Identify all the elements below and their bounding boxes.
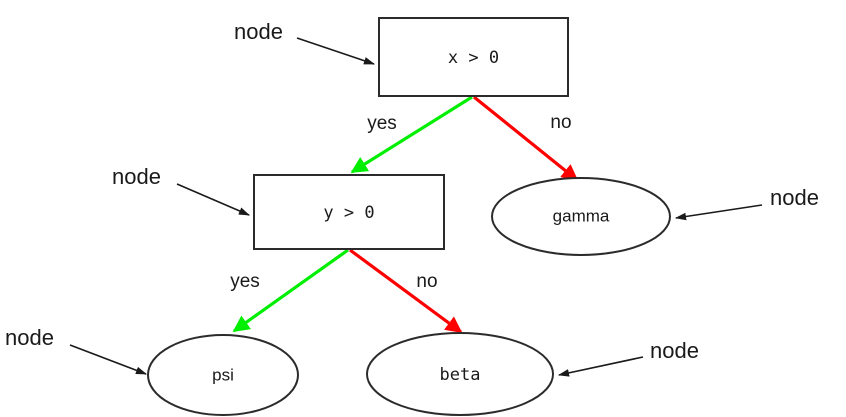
annotation-psi-label: node — [5, 325, 54, 350]
edge-root-no — [472, 95, 579, 182]
node-beta[interactable]: beta — [366, 332, 554, 416]
annotation-second: node — [112, 164, 251, 216]
node-root-label: x > 0 — [448, 48, 499, 68]
node-beta-ellipse[interactable] — [366, 332, 554, 416]
annotations-layer: node node node node node — [5, 19, 819, 377]
edge-label-second-yes: yes — [230, 271, 260, 292]
annotation-psi: node — [5, 325, 148, 375]
edges-layer — [232, 95, 579, 334]
annotation-second-pointer — [176, 183, 251, 216]
annotation-gamma-pointer — [674, 204, 763, 221]
edge-label-second-no: no — [416, 271, 437, 292]
node-root-rect[interactable] — [378, 17, 569, 97]
node-gamma-label: gamma — [553, 206, 610, 225]
node-second-rect[interactable] — [253, 174, 445, 250]
edge-root-yes — [350, 95, 473, 174]
node-root[interactable]: x > 0 — [378, 17, 569, 97]
annotation-root-pointer — [296, 37, 376, 65]
annotation-beta-pointer — [557, 356, 644, 377]
annotation-beta: node — [557, 338, 699, 377]
node-second-label: y > 0 — [323, 203, 374, 223]
annotation-second-label: node — [112, 164, 161, 189]
edge-second-yes — [232, 248, 349, 333]
annotation-gamma: node — [674, 185, 819, 221]
edge-label-root-no: no — [550, 112, 571, 133]
edge-second-no — [349, 248, 463, 334]
edge-label-root-yes: yes — [367, 113, 397, 134]
annotation-gamma-label: node — [770, 185, 819, 210]
node-psi-label: psi — [212, 365, 234, 384]
annotation-root-label: node — [234, 19, 283, 44]
node-gamma[interactable]: gamma — [491, 177, 671, 256]
nodes-layer: x > 0 y > 0 gamma psi beta — [147, 17, 671, 416]
node-beta-label: beta — [440, 365, 481, 385]
node-psi-ellipse[interactable] — [147, 334, 299, 416]
annotation-root: node — [234, 19, 376, 65]
annotation-beta-label: node — [650, 338, 699, 363]
node-gamma-ellipse[interactable] — [491, 177, 671, 256]
node-second[interactable]: y > 0 — [253, 174, 445, 250]
edge-labels-layer: yes no yes no — [230, 112, 571, 292]
node-psi[interactable]: psi — [147, 334, 299, 416]
annotation-psi-pointer — [69, 344, 148, 375]
